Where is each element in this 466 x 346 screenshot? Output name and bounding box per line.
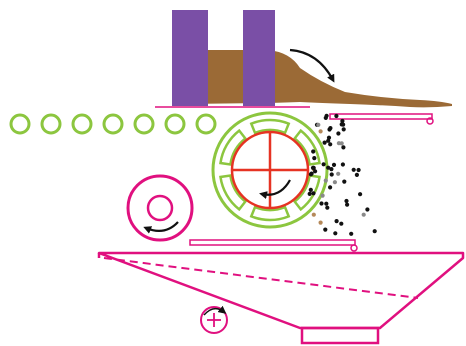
particle [328, 185, 333, 190]
particle [354, 172, 359, 177]
particle [342, 179, 347, 184]
feed-ball [71, 113, 93, 135]
small-roller-inner [146, 194, 174, 222]
particle [325, 205, 330, 210]
rotor-segments [219, 118, 321, 222]
pressing-block-left [172, 10, 208, 106]
particle [333, 231, 338, 236]
guide-plate-top [329, 113, 433, 120]
particle [323, 227, 328, 232]
particle [328, 142, 333, 147]
particle [313, 169, 318, 174]
particle [361, 212, 366, 217]
particle [334, 219, 339, 224]
small-roller-outer [126, 174, 194, 242]
particle [324, 113, 329, 118]
particle [329, 167, 334, 172]
particle [365, 207, 370, 212]
particle [319, 201, 324, 206]
output-particles [307, 113, 377, 236]
particle [323, 178, 328, 183]
particle [351, 167, 356, 172]
rotor-segment [249, 205, 291, 222]
feed-ball [9, 113, 31, 135]
hopper-body [97, 251, 465, 330]
particle [341, 145, 346, 150]
particle [341, 122, 346, 127]
hopper-outlet [300, 326, 380, 345]
small-roller [126, 174, 194, 242]
particle [318, 129, 323, 134]
particle [324, 201, 329, 206]
drive-pulley [200, 305, 228, 334]
guide-plate-bottom-pin [350, 244, 358, 252]
rotor-segment [219, 128, 248, 166]
particle [321, 162, 326, 167]
particle [310, 165, 316, 170]
particle [307, 191, 312, 196]
particle [311, 191, 316, 196]
feed-ball [164, 113, 186, 135]
particle [322, 140, 327, 145]
top-rotation-arrow [289, 48, 335, 83]
particle [311, 212, 316, 217]
particle [326, 138, 331, 143]
rotor-rotation-arrow [259, 179, 291, 199]
particle [336, 131, 341, 136]
guide-plate-top-pin [426, 117, 434, 125]
feed-material [172, 50, 452, 108]
drive-pulley-arrow [203, 305, 227, 316]
particle [332, 180, 337, 185]
particle [308, 187, 313, 192]
particle [320, 193, 325, 198]
particle [326, 165, 331, 170]
feed-ball [102, 113, 124, 135]
pressing-block-right [243, 10, 275, 106]
guide-plate-bottom [189, 239, 356, 246]
rotor-segment [219, 174, 248, 212]
particle [311, 149, 316, 154]
feed-ball [133, 113, 155, 135]
particle [318, 220, 323, 225]
particle [339, 221, 344, 226]
particle [316, 122, 321, 127]
particle [329, 172, 334, 177]
particle [312, 156, 317, 161]
particle [341, 127, 346, 132]
feed-ball [40, 113, 62, 135]
particle [356, 167, 361, 173]
rotor-segment [249, 118, 291, 135]
particle [328, 126, 333, 131]
drive-pulley-circle [200, 306, 228, 334]
particle [340, 162, 345, 167]
particle [349, 231, 354, 236]
particle [331, 162, 337, 167]
particle [309, 171, 314, 176]
particle [345, 202, 350, 207]
particle [372, 229, 377, 234]
particle [339, 141, 344, 146]
grinding-rotor [211, 111, 329, 229]
rotor-segment [292, 128, 321, 166]
particle [340, 118, 345, 124]
roller-rotation-arrow [143, 221, 179, 234]
feed-ball [195, 113, 217, 135]
rotor-outer-ring [211, 111, 329, 229]
hopper [97, 251, 465, 345]
rotor-segment [292, 174, 321, 212]
particle [334, 113, 339, 119]
hopper-inner-dashed-line [103, 257, 419, 299]
particle [336, 171, 341, 176]
feed-balls [9, 113, 217, 135]
particle [358, 192, 363, 197]
particle [344, 198, 349, 204]
